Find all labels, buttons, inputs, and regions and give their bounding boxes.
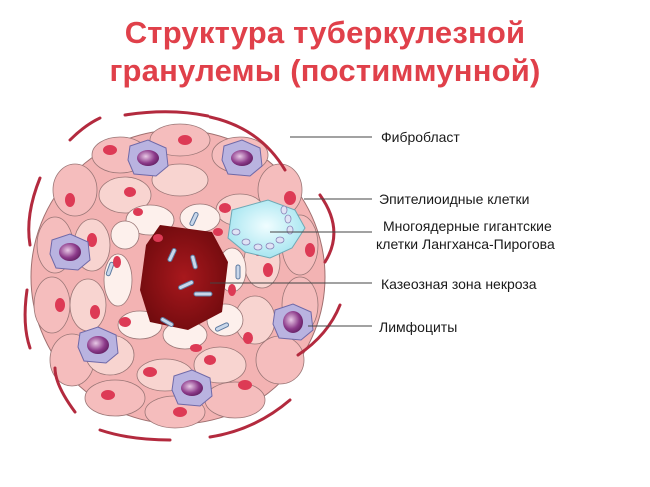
- label-giant-cells-line1: Многоядерные гигантские: [383, 218, 552, 234]
- fibroblasts: [23, 110, 342, 442]
- label-epithelioid-cells: Эпителиоидные клетки: [379, 191, 530, 207]
- title-line-1: Структура туберкулезной: [124, 15, 526, 50]
- label-caseous-necrosis: Казеозная зона некроза: [381, 276, 537, 292]
- leader-lines: [210, 136, 372, 327]
- title-line-2: гранулемы (постиммунной): [109, 53, 541, 88]
- cell-nuclei: [55, 135, 315, 417]
- label-fibroblast: Фибробласт: [381, 129, 460, 145]
- label-lymphocytes: Лимфоциты: [379, 319, 458, 335]
- langhans-giant-cell: [227, 199, 306, 259]
- lymphocytes: [49, 139, 314, 407]
- caseous-necrosis-zone: [140, 225, 228, 330]
- label-giant-cells-line2: клетки Лангханса-Пирогова: [376, 236, 555, 252]
- mycobacteria: [105, 211, 241, 332]
